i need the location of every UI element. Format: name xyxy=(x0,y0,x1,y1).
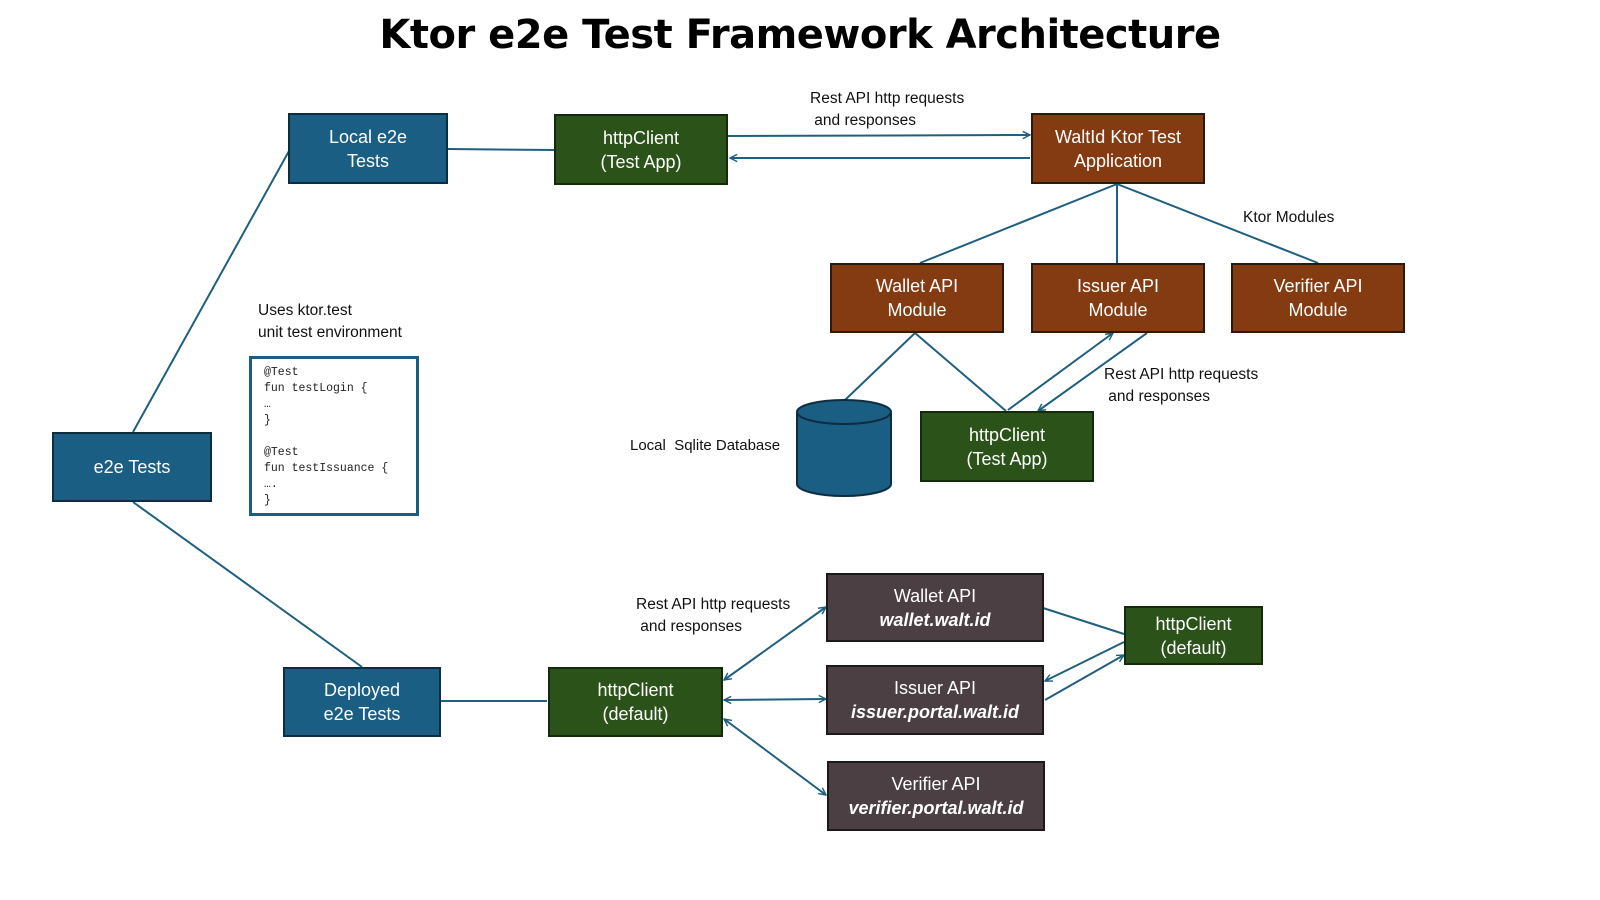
sqlite-database-icon xyxy=(796,399,892,497)
code-sample-box: @Test fun testLogin { … } @Test fun test… xyxy=(249,356,419,516)
node-label: (Test App) xyxy=(966,448,1048,469)
rest-api-label-middle: Rest API http requests and responses xyxy=(1104,366,1259,405)
edge-app-to-wallet-module xyxy=(919,183,1118,264)
edge-local-to-client xyxy=(447,148,555,151)
node-label: Module xyxy=(1088,300,1148,320)
rest-api-label-bottom: Rest API http requests and responses xyxy=(636,596,791,635)
edge-e2e-to-local xyxy=(132,150,290,433)
edge-client-wallet-api xyxy=(724,607,826,680)
verifier-api-module-node[interactable]: Verifier API Module xyxy=(1231,263,1405,333)
edge-client-to-app-request xyxy=(727,135,1030,136)
node-url: wallet.walt.id xyxy=(879,609,991,630)
issuer-api-node[interactable]: Issuer API issuer.portal.walt.id xyxy=(826,665,1044,735)
node-url: verifier.portal.walt.id xyxy=(848,798,1024,818)
edge-right-client-to-issuer-api xyxy=(1045,641,1125,682)
verifier-api-node[interactable]: Verifier API verifier.portal.walt.id xyxy=(827,761,1045,831)
edge-wallet-module-to-db xyxy=(844,332,916,401)
node-label: Issuer API xyxy=(893,678,977,698)
node-label: Local e2e xyxy=(328,126,408,147)
node-url: issuer.portal.walt.id xyxy=(850,702,1020,722)
issuer-api-module-node[interactable]: Issuer API Module xyxy=(1031,263,1205,333)
deployed-http-client-node[interactable]: httpClient (default) xyxy=(548,667,723,737)
edge-e2e-to-deployed xyxy=(132,501,363,668)
edge-client-verifier-api xyxy=(724,719,826,795)
node-label: e2e Tests xyxy=(323,704,401,724)
sqlite-database-label: Local Sqlite Database xyxy=(630,437,781,454)
edge-client-to-issuer-request xyxy=(1007,333,1113,411)
wallet-api-node[interactable]: Wallet API wallet.walt.id xyxy=(826,573,1044,642)
wallet-api-module-node[interactable]: Wallet API Module xyxy=(830,263,1004,333)
node-label: (default) xyxy=(1160,637,1227,658)
node-label: httpClient xyxy=(1155,613,1232,634)
node-label: Module xyxy=(887,300,947,320)
e2e-tests-node[interactable]: e2e Tests xyxy=(52,432,212,502)
edge-app-to-verifier-module xyxy=(1116,183,1319,264)
node-label: Issuer API xyxy=(1076,276,1160,296)
node-label: WaltId Ktor Test xyxy=(1054,126,1182,147)
deployed-e2e-tests-node[interactable]: Deployed e2e Tests xyxy=(283,667,441,737)
module-http-client-node[interactable]: httpClient (Test App) xyxy=(920,411,1094,482)
edge-issuer-to-client-response xyxy=(1038,332,1148,411)
node-label: httpClient xyxy=(597,680,674,700)
diagram-title: Ktor e2e Test Framework Architecture xyxy=(379,12,1221,58)
node-label: httpClient xyxy=(968,424,1046,445)
local-e2e-tests-node[interactable]: Local e2e Tests xyxy=(288,113,448,184)
edge-issuer-api-to-right-client xyxy=(1044,654,1124,701)
node-label: httpClient xyxy=(602,127,680,148)
node-label: (Test App) xyxy=(600,151,682,172)
edge-wallet-api-to-right-client xyxy=(1042,607,1125,635)
node-label: Application xyxy=(1073,150,1163,171)
node-label: Wallet API xyxy=(893,585,977,606)
node-label: e2e Tests xyxy=(93,457,171,477)
ktor-test-application-node[interactable]: WaltId Ktor Test Application xyxy=(1031,113,1205,184)
node-label: Verifier API xyxy=(891,774,981,794)
node-label: Verifier API xyxy=(1273,276,1363,296)
local-http-client-node[interactable]: httpClient (Test App) xyxy=(554,114,728,185)
node-label: Module xyxy=(1288,300,1348,320)
node-label: Deployed xyxy=(323,680,401,700)
node-label: Wallet API xyxy=(875,276,959,296)
node-label: Tests xyxy=(346,150,389,171)
right-http-client-node[interactable]: httpClient (default) xyxy=(1124,606,1263,665)
rest-api-label-top: Rest API http requests and responses xyxy=(810,90,965,129)
edge-client-issuer-api xyxy=(724,699,826,700)
edge-wallet-module-to-client xyxy=(914,332,1007,412)
ktor-modules-label: Ktor Modules xyxy=(1243,209,1335,226)
uses-ktor-test-label: Uses ktor.test unit test environment xyxy=(258,302,402,341)
node-label: (default) xyxy=(602,704,669,724)
